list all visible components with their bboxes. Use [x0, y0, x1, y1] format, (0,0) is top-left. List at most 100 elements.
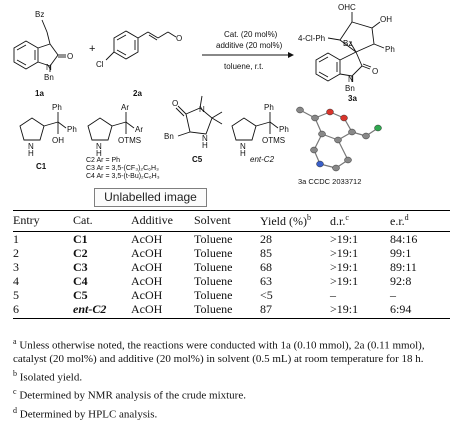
- reactant-2a-o: O: [176, 34, 182, 43]
- cell-solvent: Toluene: [194, 246, 233, 260]
- cell-er: 89:11: [390, 260, 417, 274]
- c2-otms: OTMS: [118, 136, 141, 145]
- reaction-scheme: Bz O N Bn 1a + Cl O 2a Cat. (20 mol%) ad…: [13, 3, 395, 186]
- c5-o: O: [172, 99, 178, 108]
- header-dr: d.r.c: [330, 210, 390, 232]
- c1-ph-2: Ph: [67, 125, 77, 134]
- reactant-2a-cl: Cl: [96, 60, 104, 69]
- c1-h: H: [28, 149, 34, 158]
- arrow-conditions: toluene, r.t.: [224, 62, 264, 71]
- reactant-1a-bz: Bz: [35, 10, 44, 19]
- table-footnotes: a Unless otherwise noted, the reactions …: [13, 335, 453, 423]
- table-header-row: Entry Cat. Additive Solvent Yield (%)b d…: [13, 210, 450, 232]
- header-entry: Entry: [13, 210, 73, 232]
- cell-entry: 4: [13, 274, 19, 288]
- cell-yield: <5: [260, 288, 273, 302]
- arrow-catalyst: Cat. (20 mol%): [224, 30, 278, 39]
- cell-additive: AcOH: [131, 246, 163, 260]
- c1-oh: OH: [52, 136, 64, 145]
- header-yield: Yield (%)b: [260, 210, 330, 232]
- table-row: 3 C3 AcOH Toluene 68 >19:1 89:11: [13, 260, 450, 274]
- unlabelled-image-tag: Unlabelled image: [94, 188, 207, 207]
- catalyst-c5-structure: [175, 95, 223, 137]
- cell-additive: AcOH: [131, 232, 163, 246]
- xray-structure: [296, 106, 382, 172]
- cell-cat: C3: [73, 260, 88, 274]
- cell-entry: 1: [13, 232, 19, 246]
- cell-dr: >19:1: [330, 274, 359, 288]
- c1-ph-1: Ph: [52, 103, 62, 112]
- plus-sign: +: [89, 43, 95, 55]
- reactant-1a-structure: [13, 19, 66, 72]
- catalyst-c3-line: C3 Ar = 3,5-(CF₃)₂C₆H₃: [86, 165, 159, 172]
- cell-solvent: Toluene: [194, 260, 233, 274]
- cell-additive: AcOH: [131, 274, 163, 288]
- product-clph: 4-Cl-Ph: [298, 34, 325, 43]
- reaction-arrowhead: [288, 52, 294, 58]
- reactant-2a-label: 2a: [133, 89, 142, 98]
- header-additive: Additive: [131, 210, 194, 232]
- cell-yield: 85: [260, 246, 272, 260]
- cell-entry: 3: [13, 260, 19, 274]
- c2-h: H: [96, 149, 102, 158]
- footnote-a: a Unless otherwise noted, the reactions …: [13, 337, 425, 365]
- product-oh: OH: [380, 15, 392, 24]
- cell-dr: >19:1: [330, 232, 359, 246]
- catalyst-ent-c2-label: ent-C2: [250, 155, 275, 164]
- header-cat: Cat.: [73, 210, 131, 232]
- product-bn: Bn: [345, 84, 355, 93]
- reactant-1a-o: O: [67, 52, 73, 61]
- reactant-2a-structure: [105, 30, 177, 61]
- cell-dr: >19:1: [330, 246, 359, 260]
- arrow-additive: additive (20 mol%): [216, 41, 283, 50]
- table-row: 5 C5 AcOH Toluene <5 – –: [13, 288, 450, 302]
- product-3a-structure: [315, 12, 385, 82]
- footnote-b: b Isolated yield.: [13, 368, 83, 384]
- c2-ar-1: Ar: [121, 103, 129, 112]
- ent-c2-n: N: [240, 142, 246, 151]
- header-solvent: Solvent: [194, 210, 260, 232]
- reactant-1a-label: 1a: [35, 89, 44, 98]
- cell-additive: AcOH: [131, 288, 163, 302]
- cell-solvent: Toluene: [194, 274, 233, 288]
- cell-er: 6:94: [390, 302, 450, 319]
- cell-entry: 5: [13, 288, 19, 302]
- catalyst-c2-line: C2 Ar = Ph: [86, 157, 120, 164]
- catalyst-ent-c2-structure: [231, 112, 279, 141]
- catalyst-c5-label: C5: [192, 155, 203, 164]
- cell-dr: –: [330, 288, 336, 302]
- c5-n-1: N: [199, 105, 205, 114]
- cell-cat: C2: [73, 246, 88, 260]
- ent-c2-h: H: [240, 149, 246, 158]
- cell-solvent: Toluene: [194, 232, 233, 246]
- c1-n: N: [28, 142, 34, 151]
- catalyst-c4-line: C4 Ar = 3,5-(t-Bu)₂C₆H₃: [86, 173, 160, 180]
- cell-yield: 87: [260, 302, 330, 319]
- table-row: 4 C4 AcOH Toluene 63 >19:1 92:8: [13, 274, 450, 288]
- header-er: e.r.d: [390, 210, 450, 232]
- product-bz: Bz: [343, 39, 352, 48]
- catalyst-c2-structure: [87, 112, 135, 141]
- cell-yield: 28: [260, 232, 272, 246]
- product-n: N: [348, 75, 354, 84]
- ent-c2-ph-1: Ph: [264, 103, 274, 112]
- product-label: 3a: [348, 94, 357, 103]
- cell-er: –: [390, 288, 396, 302]
- product-o: O: [372, 67, 378, 76]
- ent-c2-ph-2: Ph: [279, 125, 289, 134]
- table-row: 1 C1 AcOH Toluene 28 >19:1 84:16: [13, 232, 450, 247]
- table-row: 6 ent-C2 AcOH Toluene 87 >19:1 6:94: [13, 302, 450, 319]
- product-ohc: OHC: [338, 3, 356, 12]
- cell-entry: 2: [13, 246, 19, 260]
- cell-er: 84:16: [390, 232, 418, 246]
- cell-cat: C4: [73, 274, 88, 288]
- cell-additive: AcOH: [131, 260, 163, 274]
- c2-ar-2: Ar: [135, 125, 143, 134]
- c5-h: H: [202, 141, 208, 150]
- cell-er: 99:1: [390, 246, 412, 260]
- reactant-1a-bn: Bn: [44, 73, 54, 82]
- cell-solvent: Toluene: [194, 302, 260, 319]
- cell-cat: C1: [73, 232, 88, 246]
- reactant-1a-n: N: [46, 63, 52, 72]
- cell-yield: 68: [260, 260, 272, 274]
